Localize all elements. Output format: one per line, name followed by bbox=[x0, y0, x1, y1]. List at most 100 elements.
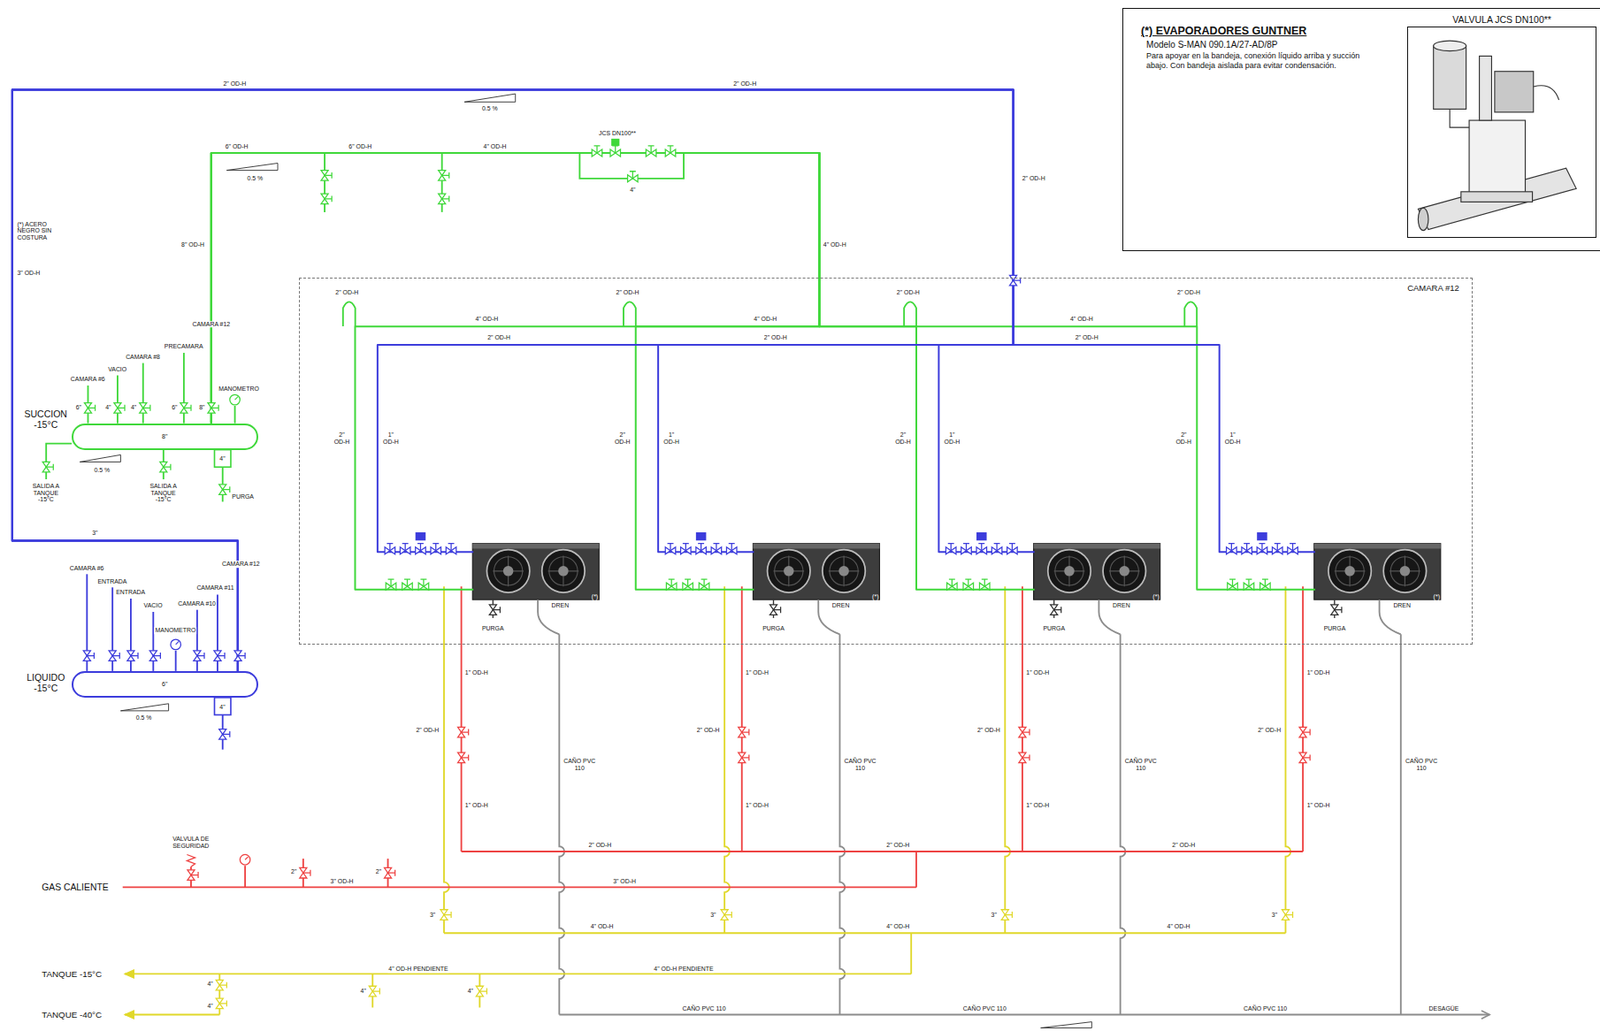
valve-symbol bbox=[1331, 604, 1342, 616]
valve-symbol bbox=[947, 579, 958, 590]
pipe-line bbox=[1004, 586, 1011, 934]
valve-stem bbox=[949, 579, 956, 587]
valve-stem bbox=[1274, 543, 1281, 552]
valve-symbol bbox=[207, 403, 219, 414]
suction-pipe bbox=[211, 153, 820, 590]
pipe-label: 2" OD-H bbox=[1176, 289, 1202, 297]
valve-symbol bbox=[1256, 543, 1268, 555]
pipe-label: 4" bbox=[628, 186, 636, 194]
valve-symbol bbox=[627, 171, 639, 183]
valve-symbol bbox=[385, 579, 397, 590]
valve-symbol bbox=[214, 650, 225, 662]
valve-symbol bbox=[738, 752, 750, 764]
pipe-label: CAMARA #12 bbox=[221, 560, 261, 568]
valve-stem bbox=[219, 1000, 227, 1007]
valve-symbol bbox=[489, 604, 500, 616]
pipe-label: 4" bbox=[359, 988, 368, 996]
pipe-label: 4" OD-H PENDIENTE bbox=[652, 965, 714, 973]
evaporator-body bbox=[472, 543, 599, 600]
valve-symbol bbox=[321, 170, 332, 182]
fan-hub bbox=[1400, 566, 1411, 577]
valve-stem bbox=[402, 543, 409, 552]
valve-stem bbox=[112, 652, 120, 659]
pipe-label: ENTRADA bbox=[96, 578, 128, 586]
callout-mark: (*) bbox=[1433, 593, 1440, 601]
pipe-label: CAMARA #8 bbox=[124, 353, 161, 361]
pipe-label: 4" OD-H bbox=[885, 923, 911, 931]
header-name: LIQUIDO -15°C bbox=[20, 672, 72, 694]
pipe-label: MANOMETRO bbox=[154, 627, 198, 635]
pipe-label: 4" OD-H bbox=[1069, 315, 1095, 323]
valve-symbol bbox=[1287, 543, 1299, 555]
fan-guard bbox=[767, 550, 811, 593]
valve-detail-box: VALVULA JCS DN100** bbox=[1407, 26, 1598, 238]
pipe-label: JCS DN100** bbox=[597, 130, 637, 138]
valve-stem bbox=[1054, 606, 1062, 613]
pipe-label: 2" OD-H bbox=[885, 842, 911, 850]
solenoid-coil bbox=[1256, 532, 1268, 541]
valve-symbol bbox=[402, 579, 414, 590]
pipe-label: 2" OD-H bbox=[976, 727, 1002, 735]
pipe-label: CAMARA #6 bbox=[69, 375, 107, 383]
pipe-label: 2" OD-H bbox=[331, 431, 353, 445]
valve-stem bbox=[222, 731, 230, 738]
pipe-label: 6" bbox=[75, 405, 83, 413]
valve-symbol bbox=[1227, 579, 1239, 590]
valve-symbol bbox=[666, 579, 677, 590]
pipe-label: 4" bbox=[130, 405, 138, 413]
valve-symbol bbox=[1050, 604, 1062, 616]
valve-stem bbox=[183, 405, 192, 412]
liquid-pipe bbox=[12, 90, 1035, 673]
pipe-label: 4" bbox=[218, 704, 226, 712]
valve-symbol bbox=[1001, 910, 1012, 921]
pipe-label: 2" OD-H bbox=[763, 334, 789, 342]
pipe-line bbox=[175, 650, 177, 672]
valve-stem bbox=[217, 652, 225, 659]
pipe-label: TANQUE -15°C bbox=[40, 969, 103, 980]
model-text: Modelo S-MAN 090.1A/27-AD/8P bbox=[1146, 39, 1600, 51]
valve-stem bbox=[648, 145, 655, 154]
valve-stem bbox=[1262, 579, 1269, 587]
valve-stem bbox=[742, 754, 750, 761]
pipe-label: 3" bbox=[1270, 911, 1279, 919]
pipe-label: 1" OD-H bbox=[744, 803, 770, 811]
valve-stem bbox=[163, 464, 171, 471]
valve-symbol bbox=[114, 403, 125, 414]
valve-actuator bbox=[1433, 45, 1467, 110]
valve-symbol bbox=[1299, 727, 1310, 738]
pipe-label: 1" OD-H bbox=[1306, 803, 1332, 811]
evaporator-top bbox=[472, 543, 599, 550]
pipe-label: 8" bbox=[198, 405, 206, 413]
pipe-label: 2" OD-H bbox=[222, 80, 247, 88]
valve-stem bbox=[1334, 606, 1342, 613]
valve-stem bbox=[153, 652, 161, 659]
valve-stem bbox=[448, 543, 455, 552]
valve-cable bbox=[1533, 85, 1560, 100]
valve-symbol bbox=[979, 579, 990, 590]
valve-symbol bbox=[193, 650, 205, 662]
pipe-label: 0.5 % bbox=[246, 175, 265, 183]
pressure-gauge bbox=[229, 394, 241, 406]
valve-symbol bbox=[299, 867, 311, 879]
pipe-label: TANQUE -40°C bbox=[40, 1010, 103, 1021]
pressure-gauge bbox=[239, 854, 251, 866]
valve-symbol bbox=[665, 543, 676, 555]
pipe-label: PURGA bbox=[1041, 625, 1066, 633]
pipe-line bbox=[623, 301, 636, 327]
pipe-label: CAÑO PVC 110 bbox=[561, 758, 598, 773]
suction-header: SUCCION -15°C8" bbox=[71, 423, 259, 451]
valve-symbol bbox=[84, 403, 95, 414]
valve-stem bbox=[372, 988, 380, 996]
valve-symbol bbox=[438, 170, 450, 182]
pipe-label: 1" OD-H bbox=[1306, 670, 1332, 678]
valve-stem bbox=[724, 911, 732, 919]
valve-symbol bbox=[180, 403, 192, 414]
valve-symbol bbox=[215, 979, 227, 991]
pipe-label: 1" OD-H bbox=[744, 670, 770, 678]
callout-mark: (*) bbox=[1152, 593, 1159, 601]
gauge-needle bbox=[244, 857, 248, 860]
valve-symbol bbox=[696, 543, 707, 555]
valve-symbol bbox=[711, 543, 722, 555]
pipe-label: CAÑO PVC 110 bbox=[681, 1005, 728, 1013]
pipe-line bbox=[915, 851, 918, 888]
